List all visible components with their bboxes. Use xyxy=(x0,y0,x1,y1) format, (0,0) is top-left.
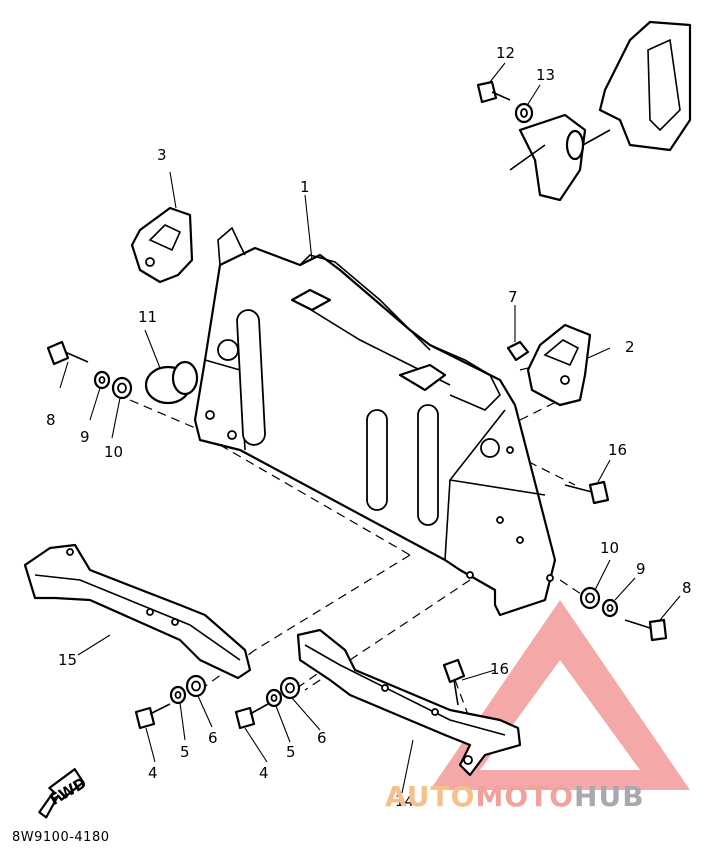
leader-lines xyxy=(59,62,681,794)
callout-11: 11 xyxy=(138,308,157,326)
washer-part-5-left xyxy=(169,685,187,705)
callout-2: 2 xyxy=(625,338,635,356)
callout-6-left: 6 xyxy=(208,729,218,747)
callout-7: 7 xyxy=(508,288,518,306)
bracket-part-2 xyxy=(526,323,592,407)
washer-part-9-right xyxy=(601,598,619,618)
callout-16-right: 16 xyxy=(608,441,627,459)
callout-9-left: 9 xyxy=(80,428,90,446)
watermark-wordmark: AUTOMOTOHUB xyxy=(385,780,645,813)
bracket-part-3 xyxy=(130,206,194,284)
callout-12: 12 xyxy=(496,44,515,62)
washer-part-6-left xyxy=(185,674,207,698)
washer-part-10-right xyxy=(579,586,601,610)
washer-part-6-right xyxy=(279,676,301,700)
callout-4-left: 4 xyxy=(148,764,158,782)
callout-5-left: 5 xyxy=(180,743,190,761)
callout-8-right: 8 xyxy=(682,579,692,597)
callout-9-right: 9 xyxy=(636,560,646,578)
washer-part-13 xyxy=(514,102,534,124)
callout-1: 1 xyxy=(300,178,310,196)
handle-assembly xyxy=(509,20,692,202)
fwd-arrow-icon: FWD xyxy=(38,768,90,819)
washer-part-5-right xyxy=(265,688,283,708)
nut-part-7 xyxy=(506,340,530,362)
callout-3: 3 xyxy=(157,146,167,164)
callout-13: 13 xyxy=(536,66,555,84)
watermark-part-moto: MOTO xyxy=(475,780,575,813)
bolt-part-8-left xyxy=(46,340,89,366)
washer-part-9-left xyxy=(93,370,111,390)
bolt-part-4-left xyxy=(134,703,171,730)
callout-4-right: 4 xyxy=(259,764,269,782)
document-number: 8W9100-4180 xyxy=(12,830,110,845)
watermark-part-auto: AUTO xyxy=(385,780,476,813)
washer-part-10-left xyxy=(111,376,133,400)
callout-8-left: 8 xyxy=(46,411,56,429)
watermark-part-hub: HUB xyxy=(574,780,645,813)
callout-15: 15 xyxy=(58,651,77,669)
grommet-part-11 xyxy=(144,360,199,405)
bolt-part-16-lower xyxy=(442,658,466,706)
callout-14: 14 xyxy=(395,792,414,810)
callout-labels: 1 2 3 4 4 5 5 6 6 7 8 8 9 9 10 10 11 12 … xyxy=(46,44,692,810)
bolt-part-8-right xyxy=(624,618,668,642)
main-frame-part-1 xyxy=(193,226,557,617)
callout-5-right: 5 xyxy=(286,743,296,761)
bolt-part-4-right xyxy=(234,703,269,730)
bolt-part-16-right xyxy=(564,480,610,505)
callout-16-lower: 16 xyxy=(490,660,509,678)
callout-10-right: 10 xyxy=(600,539,619,557)
callout-6-right: 6 xyxy=(317,729,327,747)
crossmember-part-15 xyxy=(23,543,252,680)
crossmember-part-14 xyxy=(296,628,522,777)
bolt-part-12 xyxy=(476,80,511,104)
callout-10-left: 10 xyxy=(104,443,123,461)
